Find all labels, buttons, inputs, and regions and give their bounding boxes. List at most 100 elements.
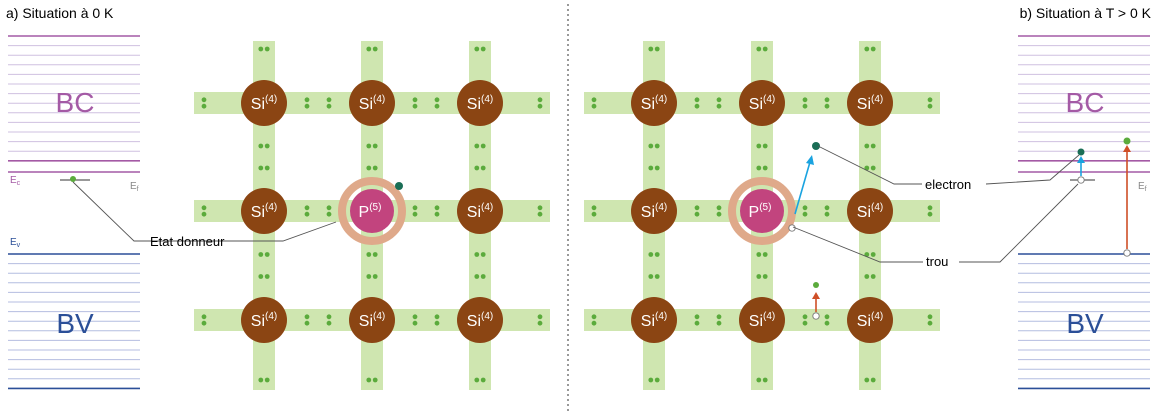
bond-electron — [480, 274, 486, 279]
bond-electron — [412, 103, 418, 109]
bond-electron — [824, 314, 830, 320]
bond-electron — [304, 314, 310, 320]
silicon-atom — [631, 297, 677, 343]
bond-electron — [366, 274, 372, 279]
bond-electron — [434, 320, 440, 326]
electron-label: electron — [925, 177, 971, 192]
bond-electron — [412, 205, 418, 211]
bond-electron — [756, 46, 762, 52]
bond-electron — [716, 103, 722, 109]
bond-electron — [537, 205, 543, 211]
bond-electron — [927, 205, 933, 211]
bond-electron — [480, 377, 486, 383]
bond-electron — [762, 377, 768, 383]
bond-electron — [366, 165, 372, 171]
bond-electron — [591, 211, 597, 217]
blue-arrow-lattice-head — [806, 155, 814, 165]
excited-electron-b — [1077, 148, 1085, 156]
thermal-electron-b — [1123, 137, 1131, 145]
bond-electron — [824, 205, 830, 211]
bond-electron — [648, 165, 654, 171]
band-label-bc-b: BC — [1066, 87, 1105, 118]
bond-electron — [537, 211, 543, 217]
bond-electron — [648, 252, 654, 257]
panel-b-title: b) Situation à T > 0 K — [1020, 5, 1152, 21]
bond-electron — [802, 211, 808, 217]
crystal-lattice-0K: Si(4)Si(4)Si(4)Si(4)P(5)Si(4)Si(4)Si(4)S… — [194, 41, 550, 390]
donor-hole — [788, 224, 796, 232]
bond-electron — [756, 252, 762, 257]
bond-electron — [716, 205, 722, 211]
bond-electron — [434, 314, 440, 320]
bond-electron — [537, 103, 543, 109]
bond-electron — [434, 103, 440, 109]
silicon-label: Si(4) — [467, 202, 493, 221]
bond-electron — [537, 314, 543, 320]
phosphorus-atom — [350, 189, 394, 233]
red-arrow-lattice-head — [812, 292, 820, 299]
bond-electron — [201, 320, 207, 326]
bond-electron — [326, 211, 332, 217]
bond-electron — [648, 274, 654, 279]
bond-electron — [716, 97, 722, 103]
bond-electron — [366, 143, 372, 149]
bond-electron — [326, 205, 332, 211]
bond-electron — [412, 97, 418, 103]
bond-electron — [864, 165, 870, 171]
bond-electron — [591, 103, 597, 109]
bond-electron — [258, 165, 264, 171]
ec-label: Ec — [10, 175, 21, 187]
bond-electron — [480, 165, 486, 171]
band-label-bv-b: BV — [1066, 308, 1104, 339]
bond-electron — [537, 320, 543, 326]
bond-electron — [366, 46, 372, 52]
bond-electron — [258, 377, 264, 383]
bond-electron — [258, 46, 264, 52]
ef-label: Ef — [130, 181, 139, 193]
bond-electron — [694, 205, 700, 211]
bond-electron — [716, 211, 722, 217]
bond-electron — [927, 314, 933, 320]
thermal-electron — [813, 282, 819, 288]
bond-electron — [716, 314, 722, 320]
bond-electron — [927, 103, 933, 109]
bond-electron — [372, 274, 378, 279]
crystal-lattice-T: Si(4)Si(4)Si(4)Si(4)P(5)Si(4)Si(4)Si(4)S… — [584, 41, 940, 390]
bond-electron — [802, 314, 808, 320]
bond-electron — [694, 103, 700, 109]
bond-electron — [870, 46, 876, 52]
silicon-label: Si(4) — [359, 311, 385, 330]
silicon-atom — [739, 80, 785, 126]
silicon-label: Si(4) — [857, 202, 883, 221]
bond-electron — [762, 165, 768, 171]
bond-electron — [864, 274, 870, 279]
bond-electron — [762, 143, 768, 149]
bond-electron — [591, 314, 597, 320]
bond-electron — [326, 103, 332, 109]
bond-electron — [870, 252, 876, 257]
bond-electron — [802, 205, 808, 211]
bond-electron — [480, 46, 486, 52]
bond-electron — [648, 143, 654, 149]
bond-electron — [372, 46, 378, 52]
bond-electron — [480, 252, 486, 257]
silicon-label: Si(4) — [857, 94, 883, 113]
bond-electron — [694, 320, 700, 326]
bond-electron — [304, 97, 310, 103]
silicon-atom — [241, 297, 287, 343]
bond-electron — [366, 377, 372, 383]
silicon-label: Si(4) — [749, 311, 775, 330]
bond-electron — [258, 252, 264, 257]
phosphorus-label: P(5) — [749, 202, 772, 221]
bond-electron — [762, 274, 768, 279]
bond-electron — [201, 211, 207, 217]
bond-electron — [474, 46, 480, 52]
bond-electron — [537, 97, 543, 103]
bond-electron — [654, 377, 660, 383]
bond-electron — [304, 103, 310, 109]
bond-electron — [264, 46, 270, 52]
bond-electron — [480, 143, 486, 149]
bond-electron — [591, 320, 597, 326]
donor-electron — [70, 176, 76, 182]
